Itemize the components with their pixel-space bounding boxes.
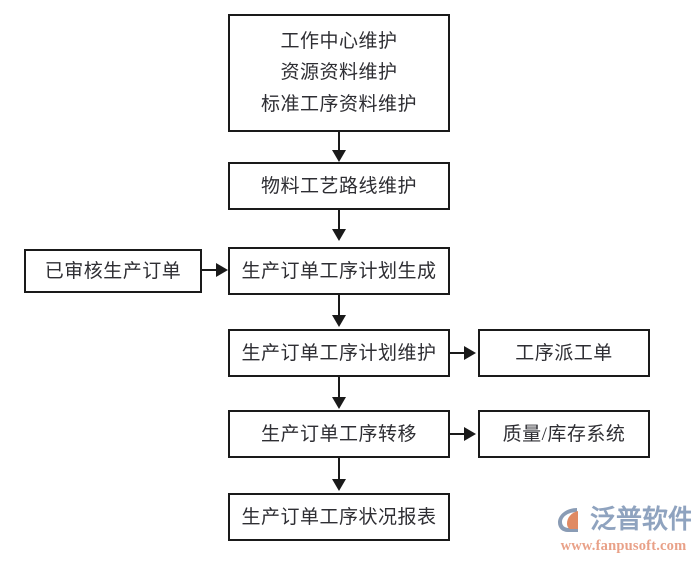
node-dispatch-order-label: 工序派工单 (515, 342, 613, 364)
connector-basic-data-to-routing (338, 132, 340, 152)
connector-routing-to-plan-generate (338, 210, 340, 230)
connector-plan-generate-to-plan-maintain (338, 295, 340, 317)
arrowhead-process-transfer-to-status-report (332, 479, 346, 491)
fanpu-logo-icon (556, 505, 590, 535)
node-status-report-label: 生产订单工序状况报表 (241, 506, 437, 528)
node-approved-order-label: 已审核生产订单 (44, 260, 182, 282)
arrowhead-basic-data-to-routing (332, 150, 346, 162)
arrowhead-plan-generate-to-plan-maintain (332, 315, 346, 327)
node-plan-generate[interactable]: 生产订单工序计划生成 (228, 247, 450, 295)
connector-approved-order-to-plan-generate (202, 269, 220, 271)
node-basic-data-line-1: 工作中心维护 (280, 31, 398, 53)
node-approved-order[interactable]: 已审核生产订单 (24, 249, 202, 293)
node-quality-inventory-label: 质量/库存系统 (502, 423, 626, 445)
node-plan-maintain[interactable]: 生产订单工序计划维护 (228, 329, 450, 377)
node-dispatch-order[interactable]: 工序派工单 (478, 329, 650, 377)
node-plan-generate-label: 生产订单工序计划生成 (241, 260, 437, 282)
arrowhead-routing-to-plan-generate (332, 229, 346, 241)
arrowhead-approved-order-to-plan-generate (216, 263, 228, 277)
connector-process-transfer-to-quality-inventory (450, 433, 467, 435)
arrowhead-plan-maintain-to-dispatch-order (464, 346, 476, 360)
arrowhead-process-transfer-to-quality-inventory (464, 427, 476, 441)
node-routing-label: 物料工艺路线维护 (260, 175, 417, 197)
node-process-transfer-label: 生产订单工序转移 (260, 423, 417, 445)
watermark-brand-row: 泛普软件 (556, 503, 691, 537)
node-basic-data-line-3: 标准工序资料维护 (260, 93, 417, 115)
watermark-url-text: www.fanpusoft.com (560, 538, 687, 554)
node-process-transfer[interactable]: 生产订单工序转移 (228, 410, 450, 458)
node-status-report[interactable]: 生产订单工序状况报表 (228, 493, 450, 541)
connector-process-transfer-to-status-report (338, 458, 340, 481)
arrowhead-plan-maintain-to-process-transfer (332, 397, 346, 409)
watermark: 泛普软件 www.fanpusoft.com (556, 500, 691, 558)
node-quality-inventory[interactable]: 质量/库存系统 (478, 410, 650, 458)
node-basic-data[interactable]: 工作中心维护 资源资料维护 标准工序资料维护 (228, 14, 450, 132)
watermark-brand-text: 泛普软件 (590, 505, 691, 535)
node-plan-maintain-label: 生产订单工序计划维护 (241, 342, 437, 364)
connector-plan-maintain-to-dispatch-order (450, 352, 467, 354)
connector-plan-maintain-to-process-transfer (338, 377, 340, 399)
node-routing[interactable]: 物料工艺路线维护 (228, 162, 450, 210)
node-basic-data-line-2: 资源资料维护 (280, 62, 398, 84)
